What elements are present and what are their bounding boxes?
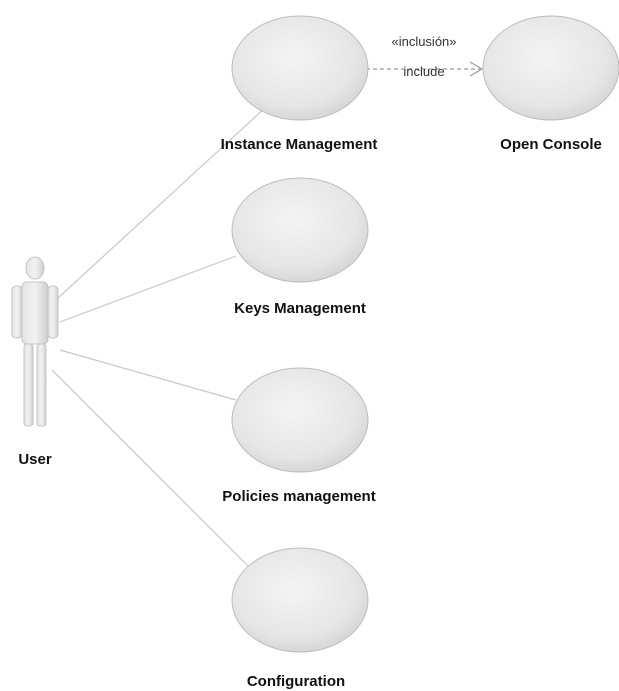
- include-dependency: [366, 61, 484, 77]
- actor-label: User: [18, 451, 52, 468]
- use-case-label-keys-management: Keys Management: [234, 300, 366, 317]
- use-case-label-open-console: Open Console: [500, 136, 602, 153]
- use-case-ellipse: [231, 367, 369, 473]
- actor-leg-left: [23, 343, 34, 427]
- association-configuration: [51, 369, 251, 569]
- use-case-ellipse: [231, 547, 369, 653]
- actor-arm-left: [11, 285, 23, 339]
- actor-user[interactable]: [11, 256, 59, 427]
- use-case-label-policies-management: Policies management: [222, 488, 375, 505]
- association-instance-management: [57, 107, 266, 299]
- associations: [51, 107, 266, 569]
- dependency-arrowhead: [469, 61, 484, 77]
- use-case-label-configuration: Configuration: [247, 673, 345, 690]
- association-policies-management: [59, 349, 237, 401]
- actor-arm-right: [47, 285, 59, 339]
- use-case-ellipse: [231, 15, 369, 121]
- actor-head: [25, 256, 45, 280]
- use-case-label-instance-management: Instance Management: [221, 136, 378, 153]
- use-case-configuration[interactable]: [231, 547, 369, 653]
- use-case-policies-management[interactable]: [231, 367, 369, 473]
- use-case-keys-management[interactable]: [231, 177, 369, 283]
- actor-leg-right: [36, 343, 47, 427]
- use-case-ellipse: [231, 177, 369, 283]
- actor-body: [21, 281, 49, 345]
- use-case-ellipse: [482, 15, 619, 121]
- association-keys-management: [59, 255, 237, 323]
- use-case-instance-management[interactable]: [231, 15, 369, 121]
- use-case-open-console[interactable]: [482, 15, 619, 121]
- stereotype-label: «inclusión»: [391, 34, 456, 49]
- include-label: include: [403, 64, 444, 79]
